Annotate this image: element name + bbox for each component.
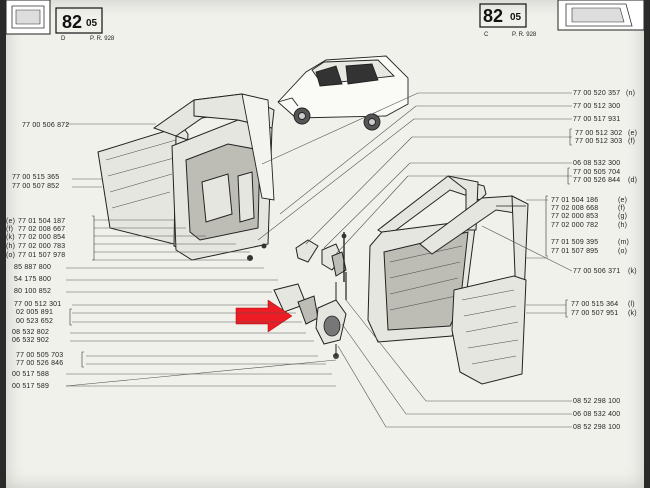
ref-mark: (f)	[6, 226, 13, 233]
ref-label: 77 01 509 395	[551, 239, 598, 246]
ref-mark: (f)	[618, 205, 625, 212]
ref-label: 77 00 512 300	[573, 103, 620, 110]
ref-label: 54 175 800	[14, 276, 51, 283]
leader-lines-left	[65, 123, 337, 387]
leader-lines-right	[257, 92, 573, 428]
ref-label: 77 02 008 668	[551, 205, 598, 212]
ref-label: 77 00 526 844	[573, 177, 620, 184]
ref-mark: (h)	[618, 222, 627, 229]
ref-label: 77 00 517 931	[573, 116, 620, 123]
ref-label: 06 08 532 400	[573, 411, 620, 418]
ref-label: 85 887 800	[14, 264, 51, 271]
ref-mark: (o)	[618, 248, 627, 255]
ref-mark: (f)	[628, 138, 635, 145]
ref-label: 08 532 802	[12, 329, 49, 336]
header-right-sub: 05	[510, 12, 522, 23]
ref-label: 77 00 526 846	[16, 360, 63, 367]
ref-label: 77 00 515 365	[12, 174, 59, 181]
exploded-door-diagram: 82 05 D P. R. 928 82 05 C P. R. 928	[6, 0, 644, 431]
header-left: 82 05 D P. R. 928	[6, 0, 115, 42]
ref-label: 77 00 505 704	[573, 169, 620, 176]
ref-mark: (d)	[628, 177, 637, 184]
ref-label: 77 00 520 357	[573, 90, 620, 97]
ref-label: 77 00 512 301	[14, 301, 61, 308]
red-arrow-indicator	[235, 299, 293, 333]
ref-label: 77 00 506 371	[573, 268, 620, 275]
ref-label: 02 005 891	[16, 309, 53, 316]
ref-mark: (e)	[618, 197, 627, 204]
header-right-code: 82	[483, 6, 503, 26]
labels-left: 77 00 506 872 77 00 515 365 77 00 507 85…	[6, 122, 69, 390]
header-right: 82 05 C P. R. 928	[479, 0, 644, 38]
header-left-code: 82	[62, 12, 82, 32]
ref-label: 80 100 852	[14, 288, 51, 295]
ref-label: 06 08 532 300	[573, 160, 620, 167]
ref-mark: (k)	[628, 310, 637, 317]
ref-label: 08 52 298 100	[573, 424, 620, 431]
ref-mark: (m)	[618, 239, 629, 246]
ref-label: 77 00 512 303	[575, 138, 622, 145]
labels-right: 77 00 520 357 (n) 77 00 512 300 77 00 51…	[551, 90, 637, 431]
header-right-ref: P. R. 928	[512, 32, 537, 38]
ref-mark: (k)	[628, 268, 637, 275]
ref-mark: (g)	[618, 213, 627, 220]
ref-mark: (h)	[6, 243, 15, 250]
ref-label: 77 02 000 853	[551, 213, 598, 220]
header-right-letter: C	[484, 32, 489, 38]
ref-label: 77 01 504 187	[18, 218, 65, 225]
bracket-marks	[69, 128, 572, 368]
header-left-sub: 05	[86, 18, 98, 29]
car-illustration	[277, 55, 409, 131]
ref-label: 77 01 507 895	[551, 248, 598, 255]
ref-label: 77 02 000 854	[18, 234, 65, 241]
header-left-ref: P. R. 928	[90, 36, 115, 42]
ref-mark: (k)	[6, 234, 15, 241]
ref-label: 77 00 507 852	[12, 183, 59, 190]
ref-label: 06 532 902	[12, 337, 49, 344]
ref-label: 77 01 507 978	[18, 252, 65, 259]
header-left-letter: D	[61, 36, 66, 42]
ref-mark: (l)	[628, 301, 635, 308]
ref-mark: (e)	[6, 218, 15, 225]
ref-label: 77 00 515 364	[571, 301, 618, 308]
ref-label: 77 00 506 872	[22, 122, 69, 129]
ref-label: 00 523 652	[16, 318, 53, 325]
door-hardware	[273, 232, 347, 359]
ref-label: 77 02 008 667	[18, 226, 65, 233]
ref-label: 77 01 504 186	[551, 197, 598, 204]
ref-label: 77 00 507 951	[571, 310, 618, 317]
ref-label: 77 02 000 783	[18, 243, 65, 250]
ref-mark: (n)	[626, 90, 635, 97]
front-doors-left	[97, 93, 275, 261]
ref-label: 77 02 000 782	[551, 222, 598, 229]
ref-label: 00 517 588	[12, 371, 49, 378]
ref-mark: (o)	[6, 252, 15, 259]
ref-label: 08 52 298 100	[573, 398, 620, 405]
rear-doors-right	[367, 175, 529, 385]
ref-label: 77 00 512 302	[575, 130, 622, 137]
ref-mark: (e)	[628, 130, 637, 137]
parts-catalog-page: 82 05 D P. R. 928 82 05 C P. R. 928	[6, 0, 644, 488]
ref-label: 77 00 505 703	[16, 352, 63, 359]
ref-label: 00 517 589	[12, 383, 49, 390]
